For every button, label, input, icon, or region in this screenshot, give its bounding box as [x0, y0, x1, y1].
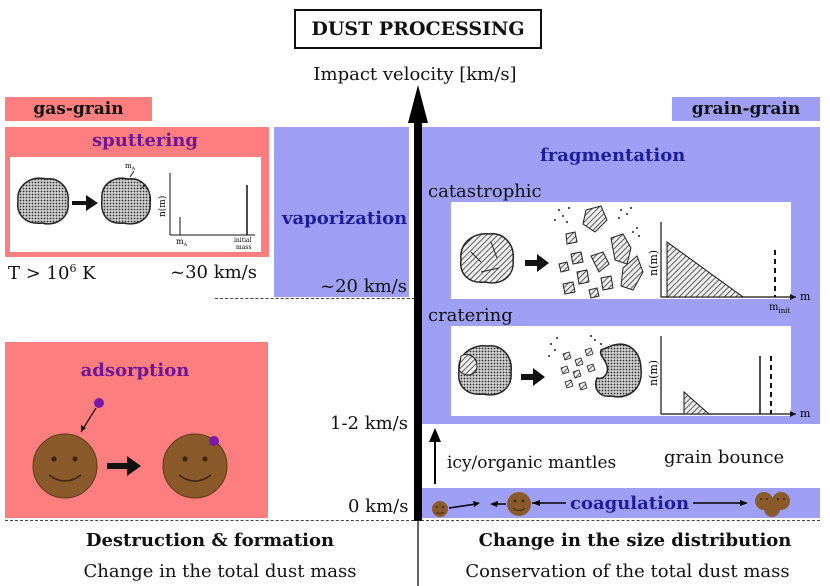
- footer-left-sub: Change in the total dust mass: [83, 561, 357, 582]
- sputtering-tick-initial: initial: [234, 237, 252, 244]
- sputtering-label: sputtering: [92, 130, 198, 151]
- adsorption-label: adsorption: [80, 360, 190, 381]
- small-grain-icon: [432, 501, 448, 517]
- velocity-axis: [408, 85, 428, 586]
- aggregate-grain-icon: [755, 492, 790, 517]
- sputtered-grain-icon: [100, 177, 151, 225]
- mantles-label: icy/organic mantles: [447, 453, 617, 473]
- separator-0kms: [5, 520, 820, 521]
- sputtering-illustration: mA n(m) mA initial mass: [17, 162, 255, 251]
- axis-label: Impact velocity [km/s]: [313, 64, 517, 85]
- mantles-arrow: [429, 428, 441, 484]
- arrow-right-icon: [521, 368, 545, 386]
- grain-grain-header: grain-grain: [672, 97, 820, 121]
- smiley-grain-adsorbed-icon: [162, 433, 228, 499]
- cratering-label: cratering: [428, 305, 513, 326]
- arrow-up-icon: [429, 428, 441, 442]
- vaporization-panel: [274, 127, 409, 297]
- catastrophic-x-label: m: [800, 290, 811, 303]
- grain-icon: [17, 177, 69, 225]
- ejecta-arrow-icon: [129, 170, 135, 178]
- adsorption-illustration: [32, 398, 228, 499]
- catastrophic-distribution: [666, 241, 745, 298]
- arrow-right-icon: [72, 195, 98, 211]
- separator-20kms: [215, 298, 415, 299]
- catastrophic-y-label: n(m): [647, 250, 660, 276]
- fragments-icon: [558, 205, 644, 299]
- arrow-up-icon: [408, 85, 428, 123]
- sputtering-y-label: n(m): [157, 196, 168, 217]
- velocity-0: 0 km/s: [348, 496, 409, 517]
- molecule-icon: [94, 398, 104, 408]
- velocity-1-2: 1-2 km/s: [330, 413, 408, 434]
- cratered-grain-icon: [595, 343, 642, 398]
- fragmentation-label: fragmentation: [540, 145, 686, 166]
- catastrophic-label: catastrophic: [428, 181, 542, 202]
- velocity-20: ~20 km/s: [320, 276, 407, 297]
- vaporization-label: vaporization: [282, 208, 408, 229]
- grain-icon: [460, 233, 514, 284]
- arrow-right-icon: [107, 456, 141, 476]
- sputtering-speed: ~30 km/s: [170, 262, 257, 283]
- cratering-x-label: m: [800, 407, 811, 420]
- cratering-illustration: n(m) m: [458, 335, 811, 420]
- footer-right-title: Change in the size distribution: [478, 530, 792, 551]
- catastrophic-illustration: n(m) m minit: [460, 205, 811, 315]
- footer-left-title: Destruction & formation: [85, 530, 335, 551]
- cratering-distribution: [683, 390, 711, 415]
- debris-dots-icon: [554, 207, 640, 237]
- temperature-label: T > 106 K: [8, 262, 96, 284]
- smiley-grain-icon: [32, 433, 98, 499]
- sputtering-ma: mA: [125, 162, 136, 172]
- medium-grain-icon: [507, 492, 531, 516]
- diagram-title: DUST PROCESSING: [294, 9, 542, 49]
- arrow-right-icon: [525, 254, 549, 272]
- footer-right-sub: Conservation of the total dust mass: [465, 561, 790, 582]
- gas-grain-header: gas-grain: [5, 97, 152, 121]
- sputtering-tick-mass: mass: [236, 244, 251, 251]
- crater-fragments-icon: [560, 347, 596, 391]
- coagulation-label: coagulation: [566, 493, 694, 514]
- bounce-label: grain bounce: [664, 447, 785, 468]
- catastrophic-tick: minit: [769, 302, 790, 315]
- cratering-y-label: n(m): [647, 360, 660, 386]
- sputtering-tick-ma: mA: [176, 237, 188, 248]
